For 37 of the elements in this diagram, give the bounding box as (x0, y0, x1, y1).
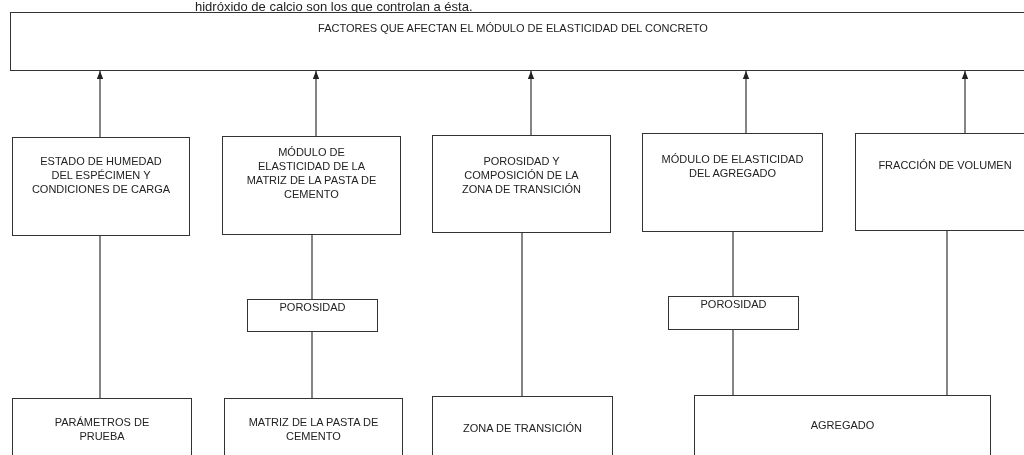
factor-box (432, 396, 613, 455)
box-text: POROSIDAD (699, 297, 768, 311)
arrow (312, 70, 320, 137)
factor-box (247, 299, 378, 332)
arrow (961, 70, 969, 134)
title-band (10, 12, 1024, 71)
box-text: POROSIDAD Y COMPOSICIÓN DE LA ZONA DE TRANSICIÓN (461, 154, 582, 196)
box-text: MÓDULO DE ELASTICIDAD DEL AGREGADO (660, 152, 805, 180)
connector-line (521, 232, 523, 397)
box-text: ESTADO DE HUMEDAD DEL ESPÉCIMEN Y CONDICIONES DE CARGA (30, 154, 172, 196)
factor-box (224, 398, 403, 455)
box-text: ZONA DE TRANSICIÓN (462, 421, 583, 435)
arrow (742, 70, 750, 134)
cut-off-sentence: hidróxido de calcio son los que controlan a ésta. (195, 0, 473, 13)
factor-box (12, 137, 190, 236)
connector-line (311, 234, 313, 300)
connector-line (732, 329, 734, 396)
factor-box (855, 133, 1024, 231)
factor-box (432, 135, 611, 233)
factor-box (668, 296, 799, 330)
connector-line (99, 235, 101, 399)
connector-line (732, 231, 734, 297)
factor-box (222, 136, 401, 235)
box-text: AGREGADO (809, 418, 876, 432)
connector-line (946, 230, 948, 396)
factor-box (12, 398, 192, 455)
box-text: FRACCIÓN DE VOLUMEN (877, 158, 1013, 172)
arrow (96, 70, 104, 138)
band-heading: FACTORES QUE AFECTAN EL MÓDULO DE ELASTICIDAD DEL CONCRETO (317, 21, 709, 35)
box-text: PARÁMETROS DE PRUEBA (53, 415, 151, 443)
box-text: MATRIZ DE LA PASTA DE CEMENTO (247, 415, 380, 443)
box-text: MÓDULO DE ELASTICIDAD DE LA MATRIZ DE LA PASTA DE CEMENTO (245, 145, 378, 201)
box-text: POROSIDAD (278, 300, 347, 314)
arrow (527, 70, 535, 136)
factor-box (642, 133, 823, 232)
connector-line (311, 331, 313, 399)
factor-box (694, 395, 991, 455)
